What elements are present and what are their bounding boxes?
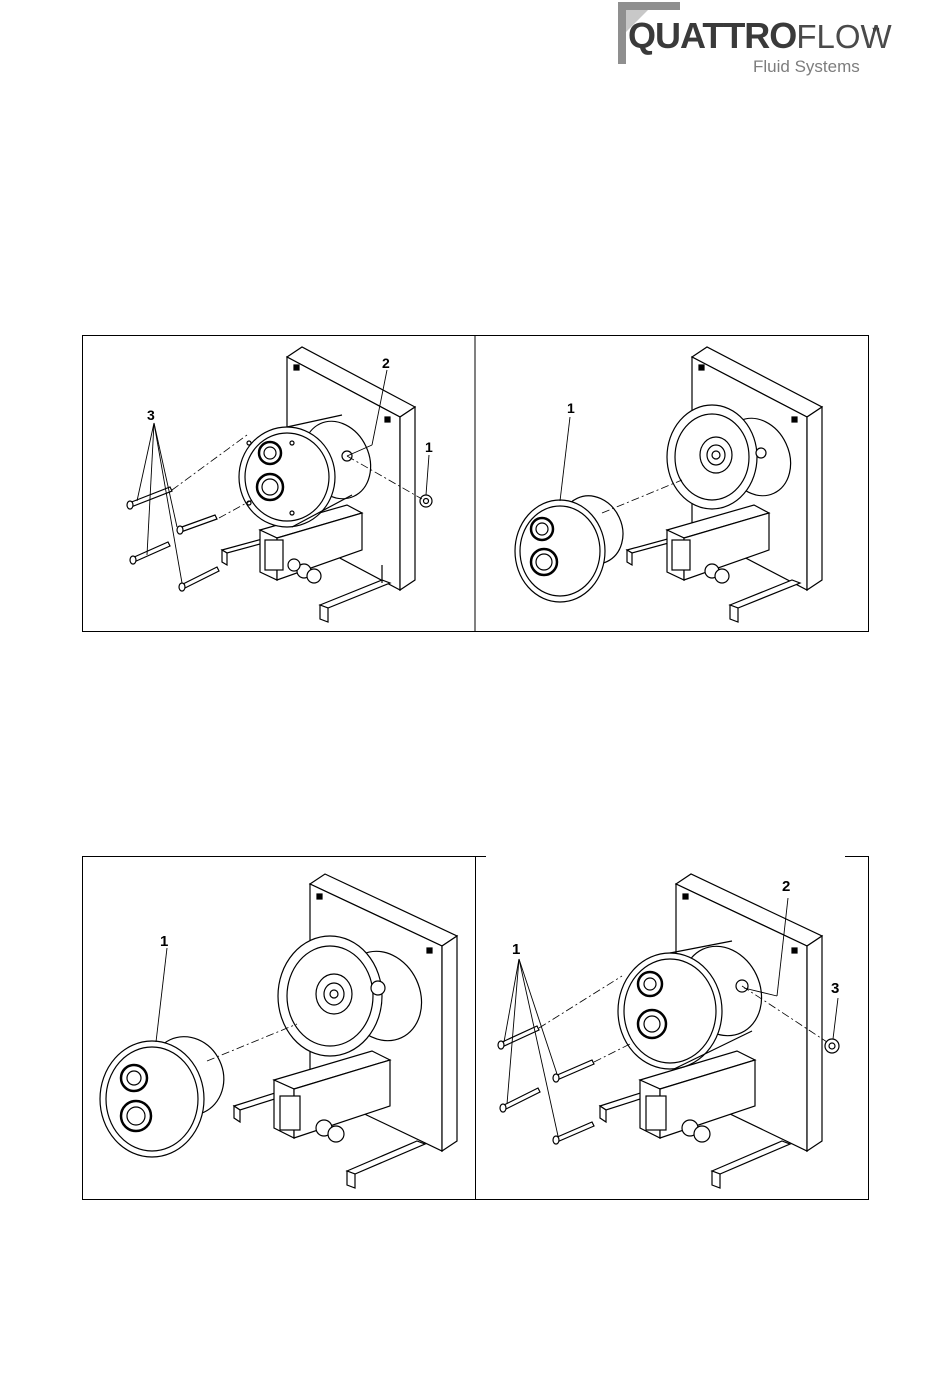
callout-1a-3: 3 [147, 407, 155, 423]
callout-2b-3: 3 [831, 980, 839, 997]
logo-tagline: Fluid Systems [753, 57, 860, 77]
figure-2b-pump-mounted-illustration [498, 874, 839, 1188]
logo-trademark: ™ [871, 26, 880, 36]
callout-1b-1: 1 [567, 400, 575, 416]
figure-row-1: 2 1 3 1 [82, 335, 869, 632]
logo-wordmark: QUATTROFLOW [628, 18, 892, 54]
logo-light-text: FLOW [796, 18, 891, 55]
callout-2b-2: 2 [782, 878, 790, 895]
callout-1a-2: 2 [382, 355, 390, 371]
callout-2b-1: 1 [512, 941, 520, 958]
callout-2a-1: 1 [160, 933, 168, 950]
figure-row-2: 1 [82, 856, 869, 1200]
logo-strong-text: QUATTRO [628, 15, 796, 56]
callout-1a-1: 1 [425, 439, 433, 455]
quattroflow-logo: QUATTROFLOW ™ Fluid Systems [618, 2, 883, 77]
